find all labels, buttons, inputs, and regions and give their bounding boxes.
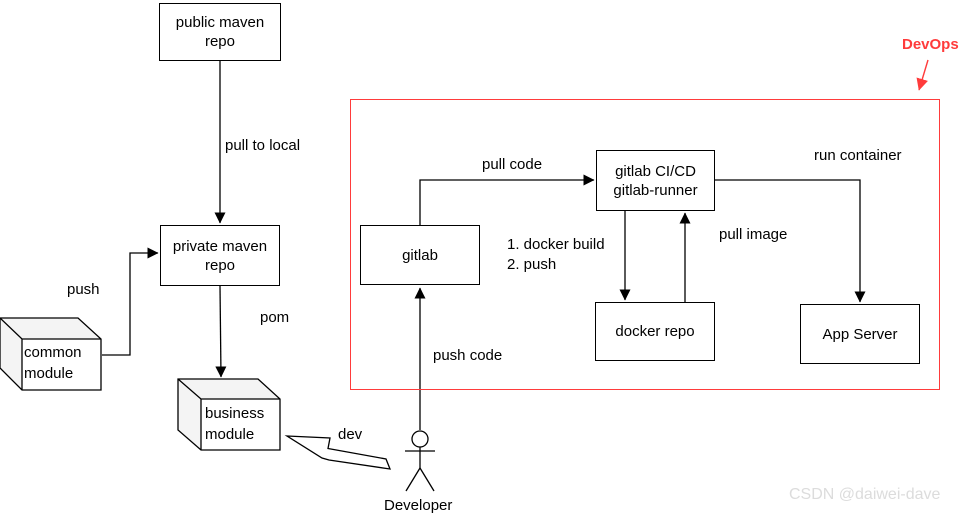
edge-label-pom: pom (260, 309, 290, 326)
edge-label-pull-to-local: pull to local (225, 137, 301, 154)
edge-label-push-code: push code (433, 347, 503, 364)
node-gitlab: gitlab (360, 225, 480, 285)
edge-label-docker-build-steps: 1. docker build 2. push (507, 236, 605, 273)
edge-common-to-private (102, 247, 159, 356)
edge-gitlab-to-cicd (419, 174, 595, 225)
devops-boundary-box (350, 99, 940, 390)
common-module-cube (0, 317, 102, 391)
devops-annotation-label: DevOps (902, 36, 959, 53)
edge-label-pull-code: pull code (482, 156, 543, 173)
edge-label-dev: dev (338, 426, 363, 443)
developer-label: Developer (384, 497, 453, 514)
edge-label-push: push (67, 281, 100, 298)
developer-figure (405, 430, 435, 492)
edge-private-to-business (215, 285, 227, 378)
developer-head (411, 430, 429, 448)
node-app-server: App Server (800, 304, 920, 364)
developer-leg-right (419, 467, 435, 492)
devops-annotation-arrow (916, 59, 929, 91)
node-common-module-label: common module (24, 344, 82, 382)
edge-cicd-to-appserver (715, 179, 866, 303)
edge-label-run-container: run container (814, 147, 902, 164)
node-docker-repo: docker repo (595, 302, 715, 361)
node-private-maven-repo: private maven repo (160, 225, 280, 286)
node-business-module-label: business module (205, 405, 265, 443)
edge-label-pull-image: pull image (719, 226, 788, 243)
node-public-maven-repo: public maven repo (159, 3, 281, 61)
node-gitlab-cicd-runner: gitlab CI/CD gitlab-runner (596, 150, 715, 211)
watermark-text: CSDN @daiwei-dave (789, 486, 941, 503)
developer-leg-left (405, 467, 421, 492)
business-module-cube (177, 378, 281, 451)
dev-block-arrow (284, 435, 392, 470)
